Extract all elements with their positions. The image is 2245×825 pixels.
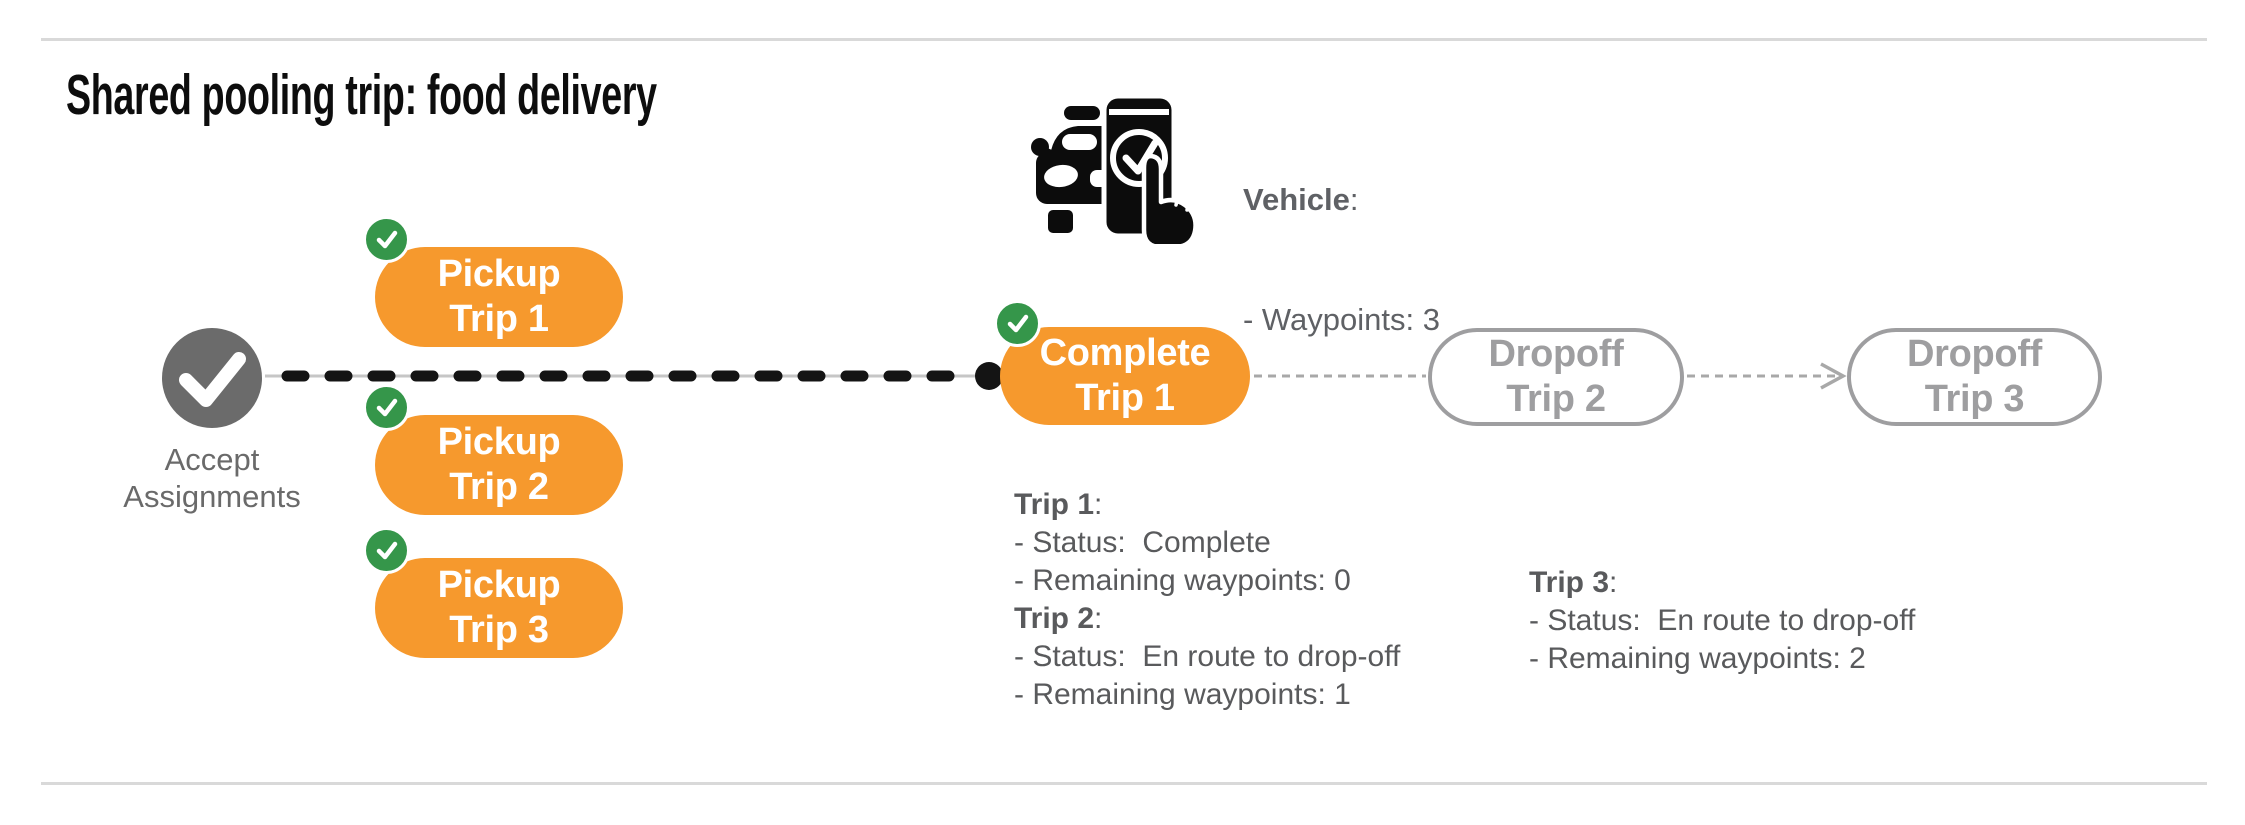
- trip-status-block-1-2: Trip 1: - Status: Complete - Remaining w…: [1014, 486, 1400, 714]
- trip3-header: Trip 3:: [1529, 566, 1618, 599]
- done-badge-pickup-1: [363, 216, 410, 263]
- check-icon: [376, 541, 397, 559]
- node-complete-trip-1: Complete Trip 1: [1000, 327, 1250, 425]
- check-icon: [376, 398, 397, 416]
- trip2-waypoints: - Remaining waypoints: 1: [1014, 678, 1351, 711]
- trip3-waypoints: - Remaining waypoints: 2: [1529, 642, 1866, 675]
- done-badge-complete-1: [994, 300, 1041, 347]
- check-icon: [1007, 314, 1028, 332]
- trip1-header: Trip 1:: [1014, 488, 1103, 521]
- done-badge-pickup-2: [363, 384, 410, 431]
- accept-assignments-label: Accept Assignments: [123, 442, 301, 514]
- done-badge-pickup-3: [363, 527, 410, 574]
- page-title: Shared pooling trip: food delivery: [66, 63, 657, 127]
- trip1-waypoints: - Remaining waypoints: 0: [1014, 564, 1351, 597]
- trip2-status: - Status: En route to drop-off: [1014, 640, 1401, 673]
- accept-assignments-node: [162, 328, 262, 428]
- vehicle-info: Vehicle: - Waypoints: 3: [1243, 100, 1440, 420]
- vehicle-info-header: Vehicle:: [1243, 182, 1359, 217]
- top-divider: [41, 38, 2207, 41]
- node-dropoff-trip-2: Dropoff Trip 2: [1428, 328, 1684, 426]
- arrowhead-icon: [1820, 362, 1847, 390]
- current-position-dot: [975, 362, 1003, 390]
- check-icon: [179, 352, 246, 407]
- trip3-status: - Status: En route to drop-off: [1529, 604, 1916, 637]
- trip-status-block-3: Trip 3: - Status: En route to drop-off -…: [1529, 564, 1915, 678]
- check-icon: [1122, 139, 1159, 175]
- trip1-status: - Status: Complete: [1014, 526, 1271, 559]
- vehicle-waypoints: - Waypoints: 3: [1243, 302, 1440, 337]
- pointing-finger: [1141, 153, 1198, 244]
- car-phone-check-icon: [1031, 93, 1198, 244]
- node-pickup-trip-3: Pickup Trip 3: [375, 558, 623, 658]
- check-icon: [376, 230, 397, 248]
- node-dropoff-trip-3: Dropoff Trip 3: [1847, 328, 2102, 426]
- node-pickup-trip-1: Pickup Trip 1: [375, 247, 623, 347]
- node-pickup-trip-2: Pickup Trip 2: [375, 415, 623, 515]
- trip2-header: Trip 2:: [1014, 602, 1103, 635]
- vehicle-label: Vehicle: [1243, 182, 1350, 217]
- bottom-divider: [41, 782, 2207, 785]
